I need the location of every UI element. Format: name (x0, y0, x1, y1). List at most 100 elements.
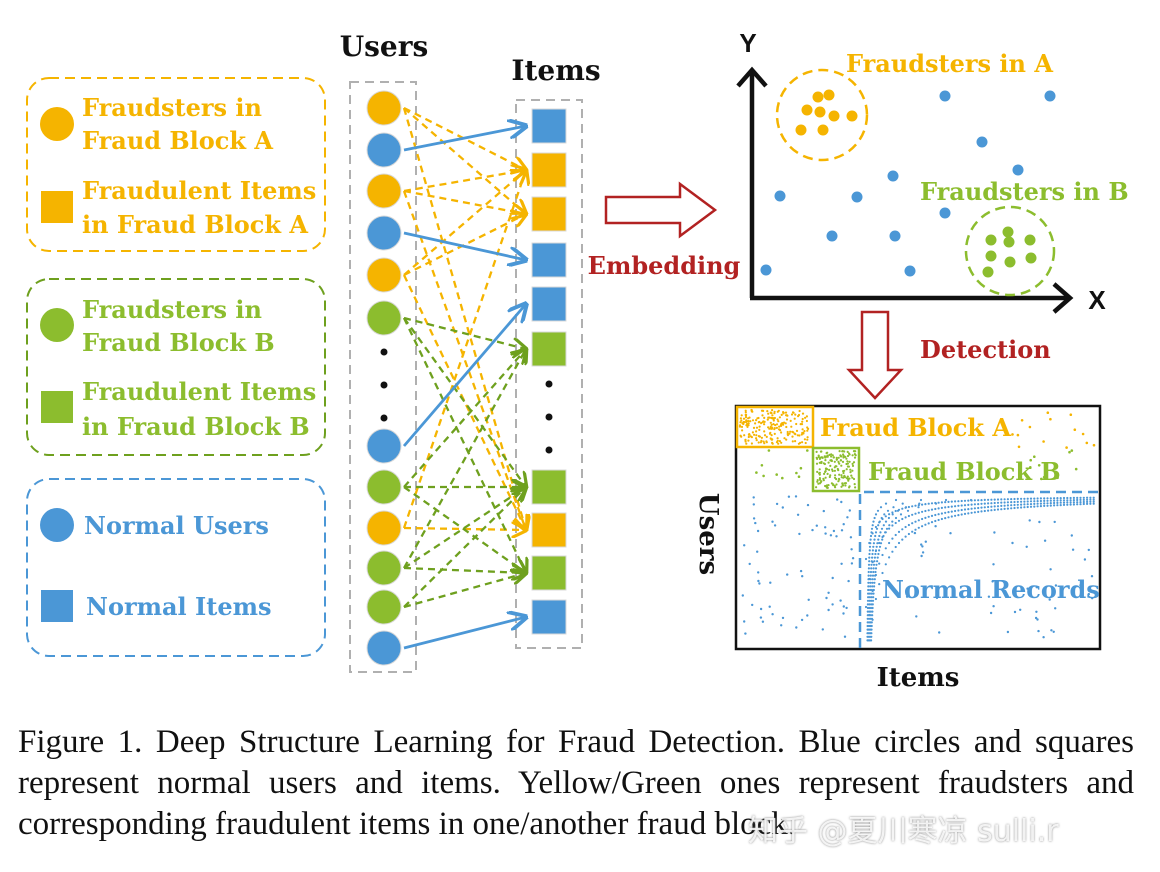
matrix-dot (871, 606, 874, 610)
matrix-dot (872, 567, 875, 570)
matrix-y-label: Users (693, 493, 723, 575)
normal-point (826, 230, 838, 242)
matrix-dot (753, 433, 756, 436)
legend-normal-items-label: Normal Items (86, 592, 272, 621)
matrix-dot (840, 474, 843, 477)
matrix-dot (967, 503, 970, 506)
matrix-dot (987, 595, 991, 598)
matrix-dot (784, 411, 788, 414)
matrix-dot (1039, 502, 1042, 505)
matrix-dot (815, 486, 818, 489)
matrix-dot (815, 462, 819, 465)
normal-point (904, 265, 916, 277)
fraudster-b-point (1024, 234, 1036, 246)
edges (402, 106, 526, 650)
matrix-dot (835, 535, 838, 538)
matrix-dot (1056, 501, 1059, 504)
matrix-dot (1026, 503, 1029, 506)
matrix-dot (983, 509, 986, 513)
matrix-dot (1079, 584, 1082, 587)
matrix-dot (1079, 503, 1082, 506)
matrix-dot (771, 414, 774, 417)
matrix-dot (996, 505, 1000, 508)
matrix-dot (891, 537, 894, 540)
matrix-dot (901, 517, 904, 521)
matrix-dot (790, 413, 794, 416)
matrix-dot (775, 441, 779, 444)
matrix-dot (872, 520, 875, 523)
matrix-dot (869, 574, 872, 577)
matrix-dot (797, 442, 801, 445)
matrix-dot (1066, 503, 1069, 506)
matrix-dot (842, 484, 845, 487)
matrix-dot (977, 506, 980, 510)
matrix-dot (840, 529, 844, 532)
matrix-dot (834, 465, 837, 468)
matrix-dot (1037, 629, 1040, 633)
matrix-dot (1033, 455, 1036, 459)
matrix-dot (1072, 503, 1075, 506)
matrix-dot (867, 596, 870, 599)
matrix-dot (829, 464, 832, 467)
matrix-dot (996, 498, 1000, 501)
matrix-dot (967, 508, 970, 511)
matrix-dot (833, 476, 837, 479)
matrix-dot (780, 624, 783, 627)
matrix-dot (891, 513, 894, 516)
matrix-dot (853, 453, 857, 456)
matrix-dot (878, 549, 881, 552)
matrix-dot (828, 468, 831, 471)
matrix-dot (844, 455, 847, 458)
matrix-dot (960, 513, 963, 516)
matrix-dot (1003, 504, 1006, 507)
matrix-dot (907, 523, 911, 527)
matrix-dot (793, 417, 796, 420)
matrix-dot (766, 410, 769, 413)
edge-green (402, 349, 526, 569)
matrix-dot (1036, 497, 1039, 500)
matrix-dot (1033, 497, 1036, 500)
matrix-dot (795, 429, 799, 432)
matrix-dot (829, 459, 833, 462)
matrix-dot (801, 428, 804, 431)
user-node-green (366, 550, 402, 586)
matrix-dot (797, 475, 801, 479)
matrix-dot (845, 606, 848, 610)
matrix-dot (767, 426, 770, 429)
matrix-dot (824, 459, 827, 462)
matrix-dot (757, 435, 761, 438)
matrix-dot (789, 430, 792, 433)
matrix-dot (919, 498, 923, 502)
matrix-dot (1006, 504, 1010, 507)
edge-yellow (403, 106, 526, 170)
matrix-dot (755, 471, 758, 474)
matrix-dot (747, 439, 750, 442)
matrix-dot (782, 423, 785, 426)
matrix-dot (987, 505, 990, 509)
matrix-dot (772, 423, 775, 426)
matrix-dot (891, 520, 894, 523)
matrix-dot (801, 575, 804, 578)
matrix-dot (947, 516, 950, 519)
matrix-dot (947, 505, 950, 509)
matrix-dot (904, 516, 907, 519)
matrix-dot (870, 599, 873, 602)
matrix-dot (1050, 629, 1053, 632)
edge-green (403, 486, 526, 573)
matrix-dot (1091, 597, 1094, 600)
matrix-dot (838, 462, 841, 465)
matrix-dot (826, 455, 829, 458)
edge-yellow (402, 274, 526, 530)
normal-point (851, 191, 863, 203)
fraudster-a-point (828, 110, 840, 122)
matrix-dot (872, 545, 875, 548)
matrix-dot (838, 450, 841, 453)
matrix-dot (917, 526, 920, 529)
matrix-dot (921, 510, 924, 513)
matrix-dot (824, 476, 827, 479)
cluster-b-label: Fraudsters in B (920, 177, 1129, 206)
matrix-dot (750, 436, 754, 439)
matrix-dot (888, 556, 891, 559)
matrix-dot (795, 422, 798, 426)
matrix-dot (819, 450, 823, 453)
